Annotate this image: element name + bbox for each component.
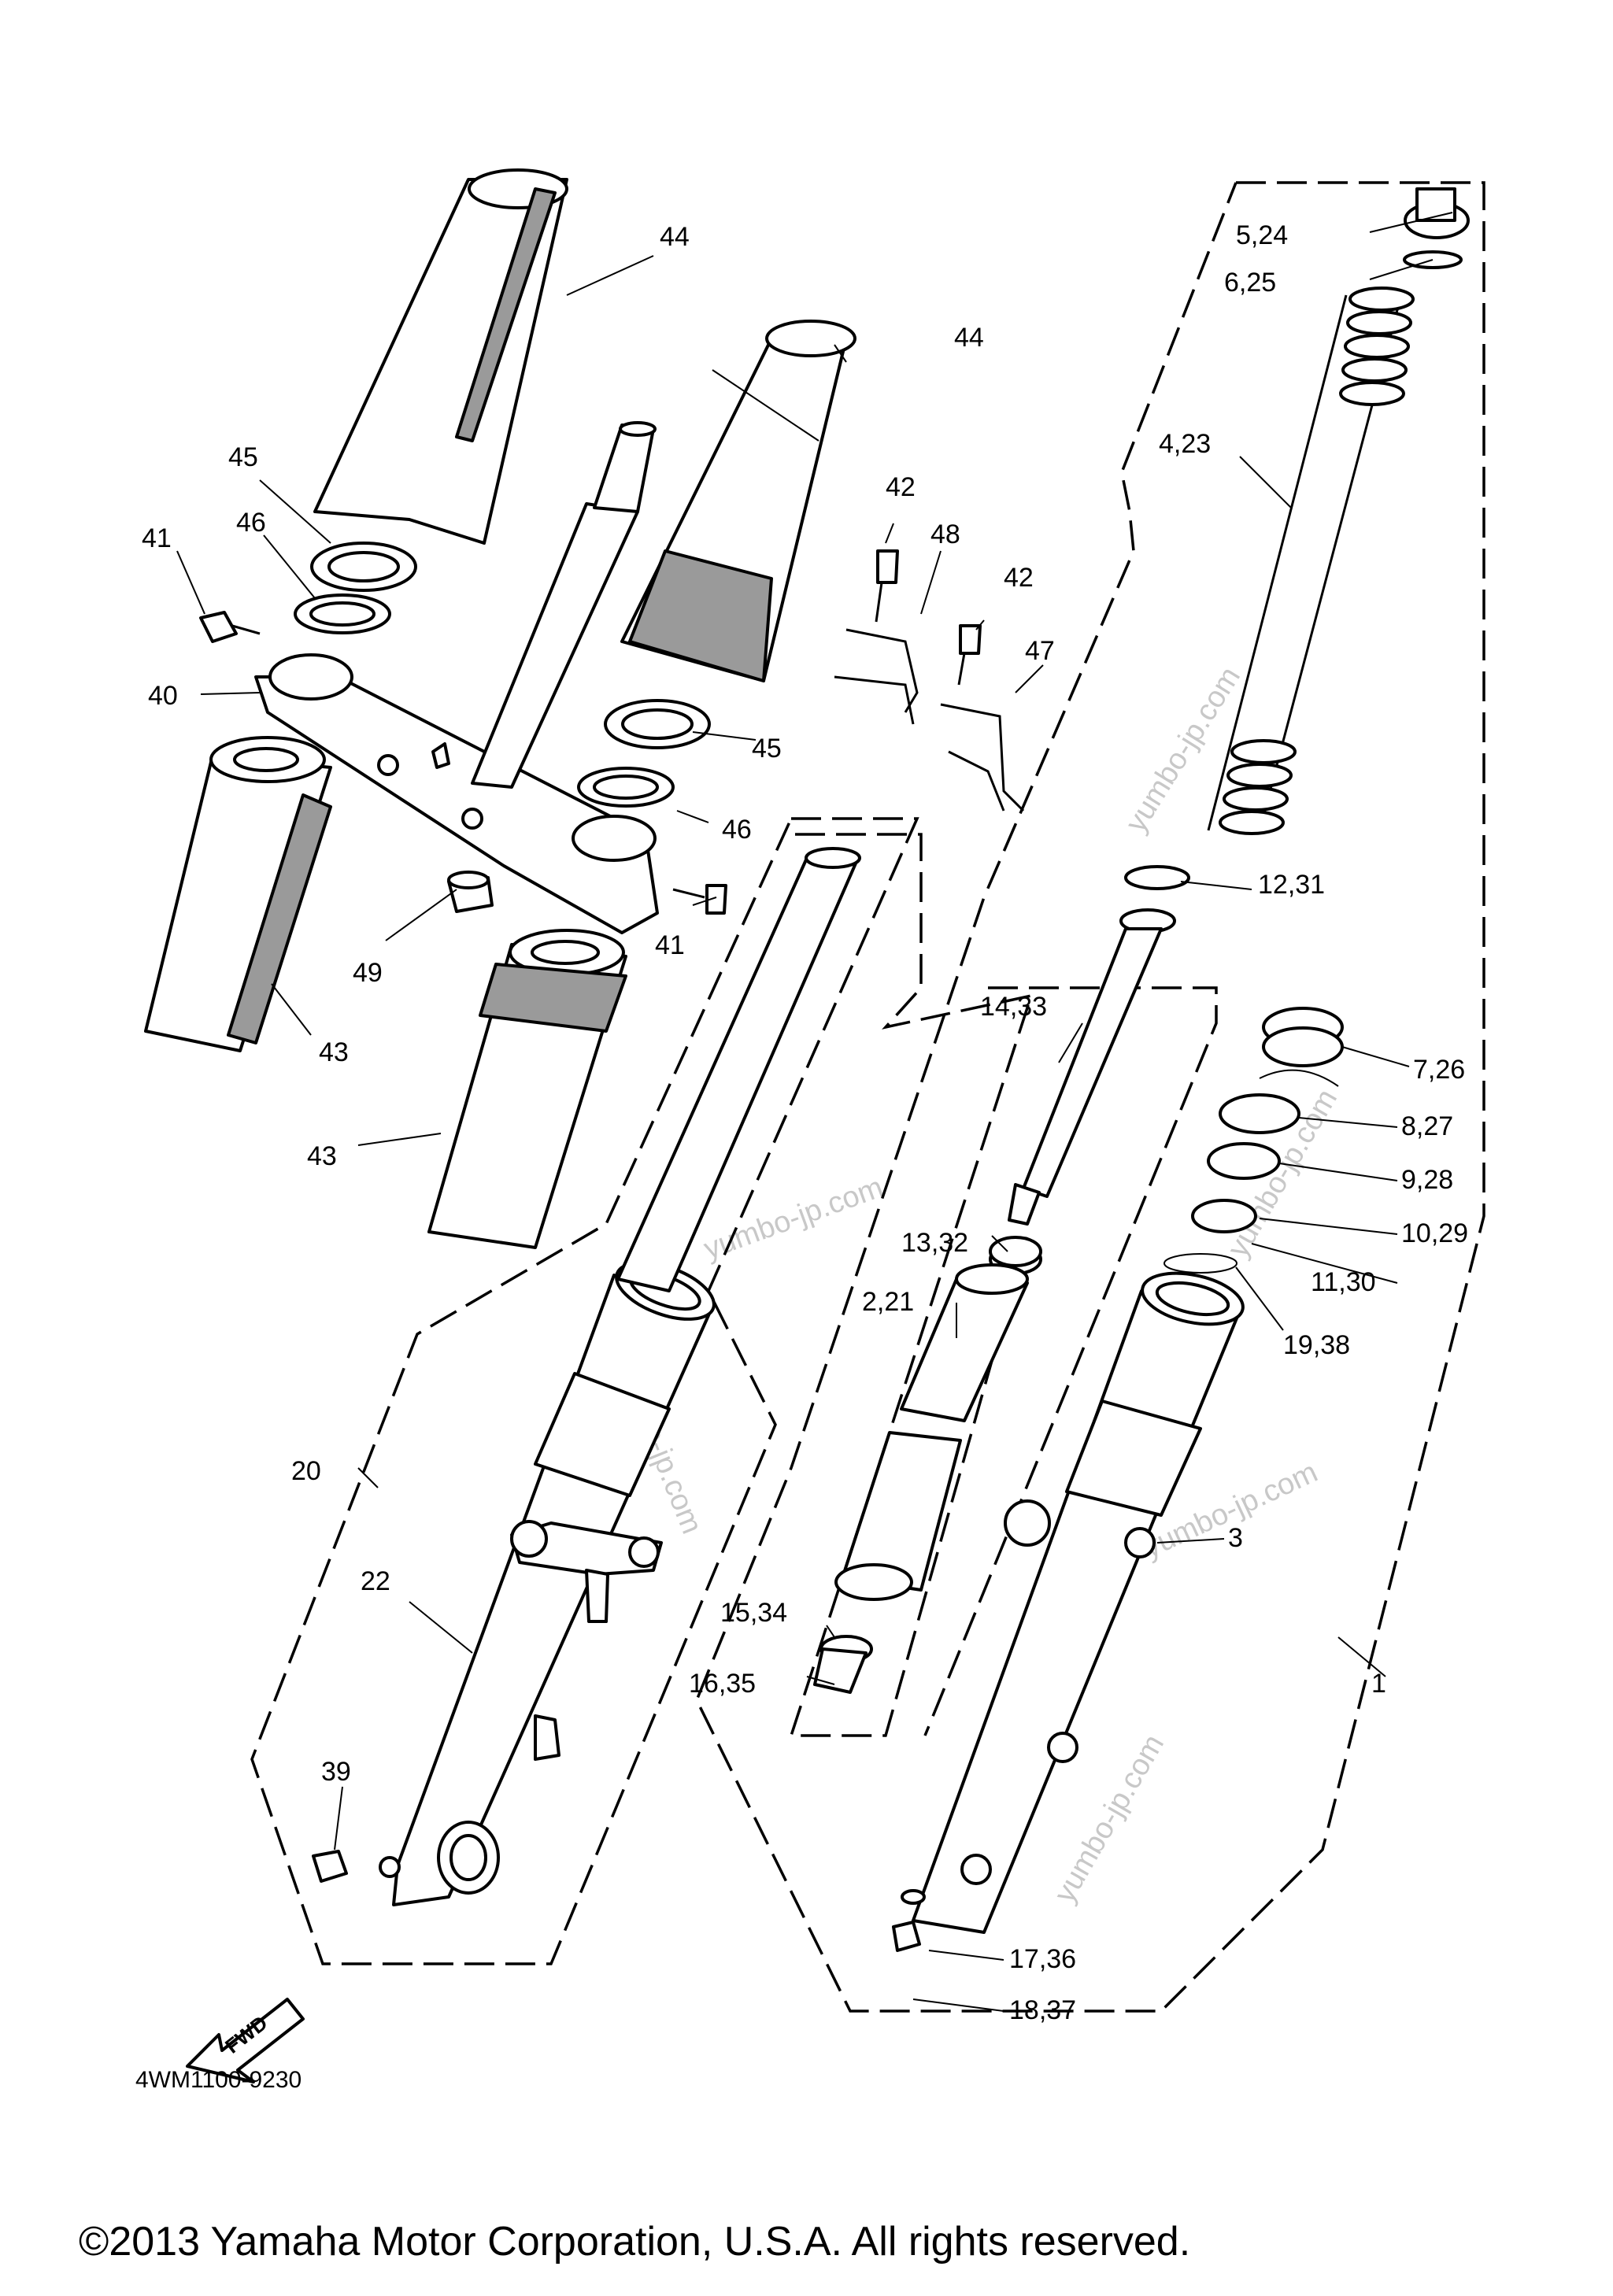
upper-cover-right-44 xyxy=(620,320,856,682)
callout-47: 47 xyxy=(1025,636,1055,666)
callout-48: 48 xyxy=(930,519,960,549)
seals-45-46 xyxy=(294,542,711,808)
steering-stem xyxy=(471,421,657,789)
callout-16-35: 16,35 xyxy=(689,1669,756,1699)
callout-15-34: 15,34 xyxy=(720,1598,787,1628)
callouts: 44 44 45 46 41 40 42 48 42 47 45 46 41 4… xyxy=(142,220,1468,2025)
callout-12-31: 12,31 xyxy=(1258,870,1325,900)
spring-coils xyxy=(1219,287,1415,835)
callout-46-right: 46 xyxy=(722,815,752,845)
callout-43-left: 43 xyxy=(319,1037,349,1067)
seal-stack xyxy=(1164,1007,1344,1274)
lower-cover-left-43 xyxy=(144,736,332,1052)
callout-42-right: 42 xyxy=(1004,563,1034,593)
callout-44-left: 44 xyxy=(660,222,690,252)
callout-45-left: 45 xyxy=(228,442,258,472)
diagram-code: 4WM1100-9230 xyxy=(135,2067,302,2093)
callout-42-left: 42 xyxy=(886,472,916,502)
callout-4-23: 4,23 xyxy=(1159,429,1211,459)
outline-assembly-20 xyxy=(250,817,919,1965)
upper-cover-left-44 xyxy=(313,168,568,545)
callout-17-36: 17,36 xyxy=(1009,1944,1076,1974)
watermark-3: yumbo-jp.com xyxy=(700,1170,888,1266)
outline-damper-box xyxy=(923,986,1218,1736)
bolts xyxy=(199,549,982,1952)
callout-41-right: 41 xyxy=(655,930,685,960)
callout-19-38: 19,38 xyxy=(1283,1330,1350,1360)
copyright-notice: ©2013 Yamaha Motor Corporation, U.S.A. A… xyxy=(79,2219,1190,2265)
callout-20: 20 xyxy=(291,1456,321,1486)
callout-46-left: 46 xyxy=(236,508,266,538)
callout-49: 49 xyxy=(353,958,383,988)
callout-18-37: 18,37 xyxy=(1009,1995,1076,2025)
outer-tube-3 xyxy=(912,1271,1245,1934)
callout-40: 40 xyxy=(148,681,178,711)
callout-5-24: 5,24 xyxy=(1236,220,1288,250)
callout-7-26: 7,26 xyxy=(1413,1055,1465,1085)
callout-9-28: 9,28 xyxy=(1401,1165,1453,1195)
callout-3: 3 xyxy=(1228,1523,1243,1553)
outline-assembly-1 xyxy=(695,181,1485,2013)
callout-1: 1 xyxy=(1371,1669,1386,1699)
callout-13-32: 13,32 xyxy=(901,1228,968,1258)
spring-assembly xyxy=(1207,187,1470,835)
outline-inner-group xyxy=(789,833,1034,1737)
callout-10-29: 10,29 xyxy=(1401,1218,1468,1248)
callout-11-30: 11,30 xyxy=(1311,1267,1376,1297)
callout-14-33: 14,33 xyxy=(980,992,1047,1022)
callout-22: 22 xyxy=(361,1566,390,1596)
watermark-2: yumbo-jp.com xyxy=(1119,661,1247,838)
fork-tube xyxy=(616,847,861,1292)
leader-lines xyxy=(176,212,1453,2012)
callout-43-right: 43 xyxy=(307,1141,337,1171)
callout-8-27: 8,27 xyxy=(1401,1111,1453,1141)
outer-tube-22 xyxy=(392,1261,716,1906)
triple-clamp-40 xyxy=(254,653,659,934)
cylinder-2-21 xyxy=(813,1263,1029,1694)
damper-rod xyxy=(989,865,1190,1275)
callout-6-25: 6,25 xyxy=(1224,268,1276,298)
callout-39: 39 xyxy=(321,1757,351,1787)
callout-2-21: 2,21 xyxy=(862,1287,914,1317)
lower-cover-right-43 xyxy=(427,929,627,1249)
callout-44-right: 44 xyxy=(954,323,984,353)
brackets-47-48 xyxy=(834,628,1025,812)
callout-41-left: 41 xyxy=(142,523,172,553)
callout-45-right: 45 xyxy=(752,734,782,763)
assembly-outlines xyxy=(250,181,1485,2013)
